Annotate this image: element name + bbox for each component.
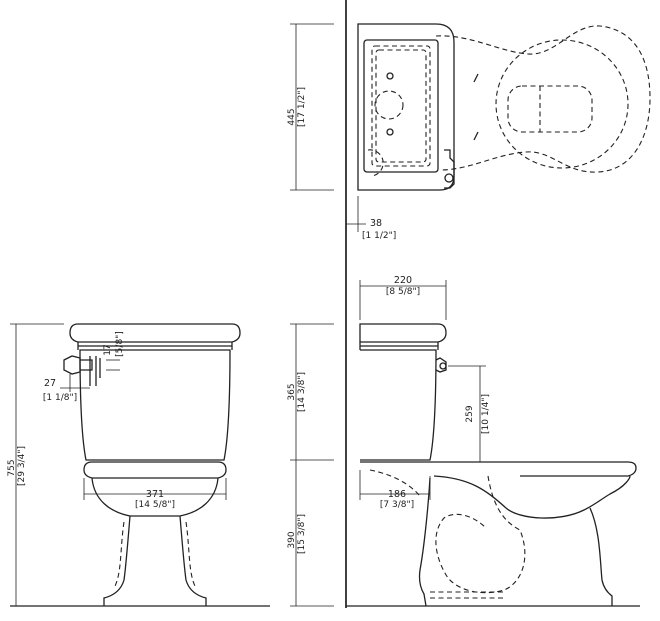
dim-17-mm: 17 — [103, 344, 113, 355]
dim-755-in: [29 3/4"] — [17, 446, 27, 486]
plan-handle — [444, 149, 455, 189]
front-trap-left — [113, 521, 125, 589]
side-tank-body — [360, 349, 437, 461]
side-trapway — [435, 475, 526, 594]
dim-220: 220 [8 5/8"] — [359, 275, 447, 320]
front-bowl-rim — [83, 461, 227, 479]
dim-186-in: [7 3/8"] — [380, 500, 414, 510]
side-pedestal-front — [589, 507, 613, 606]
plan-view — [357, 23, 651, 191]
dim-27-mm: 27 — [44, 378, 56, 389]
dim-445: 445 [17 1/2"] — [287, 23, 334, 191]
dim-17: 17 [5/8"] — [103, 331, 125, 371]
dim-365-in: [14 3/8"] — [297, 372, 307, 412]
plan-bolt-hole-1 — [386, 72, 394, 80]
front-tank-lid — [69, 323, 241, 343]
dim-371-mm: 371 — [146, 489, 164, 500]
dim-220-in: [8 5/8"] — [386, 287, 420, 297]
side-bowl-dash — [369, 469, 421, 497]
dim-365-mm: 365 — [287, 383, 297, 400]
plan-hinge-mark-2 — [473, 131, 479, 141]
plan-bowl-rim — [495, 39, 629, 169]
dim-27-in: [1 1/8"] — [43, 393, 77, 403]
dim-371-in: [14 5/8"] — [135, 500, 175, 510]
side-view — [359, 323, 637, 607]
side-tank-lid — [359, 323, 447, 343]
front-trap-right — [185, 521, 197, 589]
front-view — [63, 323, 241, 606]
plan-fill-valve — [367, 149, 384, 177]
dim-259-in: [10 1/4"] — [481, 394, 491, 434]
dim-390: 390 [15 3/8"] — [287, 460, 334, 607]
side-handle — [435, 357, 447, 373]
dim-38-mm: 38 — [370, 218, 382, 229]
dim-390-mm: 390 — [287, 531, 297, 548]
dim-38-in: [1 1/2"] — [362, 231, 396, 241]
plan-handle-knob — [444, 173, 454, 183]
dim-186-mm: 186 — [388, 489, 406, 500]
front-pedestal — [103, 515, 207, 606]
dim-17-in: [5/8"] — [115, 331, 125, 357]
dim-390-in: [15 3/8"] — [297, 514, 307, 554]
side-seat — [360, 461, 637, 477]
plan-hinge-mark-1 — [473, 73, 479, 83]
front-bowl — [91, 477, 219, 517]
dim-755-mm: 755 — [7, 459, 17, 476]
front-handle — [63, 355, 81, 375]
front-tank-body — [79, 349, 231, 461]
plan-bolt-hole-2 — [386, 128, 394, 136]
dim-259: 259 [10 1/4"] — [440, 365, 491, 463]
dim-27: 27 [1 1/8"] — [43, 374, 90, 403]
front-handle-dim-marks — [89, 356, 101, 386]
plan-tank-cavity — [371, 45, 431, 167]
dim-365: 365 [14 3/8"] — [287, 323, 334, 461]
dim-445-mm: 445 — [287, 108, 297, 125]
dim-186: 186 [7 3/8"] — [359, 470, 431, 510]
dim-38: 38 [1 1/2"] — [346, 196, 396, 241]
side-outlet — [430, 591, 504, 599]
plan-tank-inner — [363, 39, 439, 173]
dim-259-mm: 259 — [465, 405, 475, 422]
plan-seat-hinge-area — [507, 85, 593, 133]
plan-flush-valve — [374, 90, 404, 120]
dim-220-mm: 220 — [394, 275, 412, 286]
dim-755: 755 [29 3/4"] — [7, 323, 64, 606]
plan-bowl-outline — [435, 25, 651, 173]
plan-tank-cavity-2 — [375, 49, 427, 163]
side-bowl-outer — [433, 475, 631, 519]
dim-445-in: [17 1/2"] — [297, 87, 307, 127]
dim-371: 371 [14 5/8"] — [83, 478, 227, 510]
side-pedestal-back — [418, 477, 431, 607]
